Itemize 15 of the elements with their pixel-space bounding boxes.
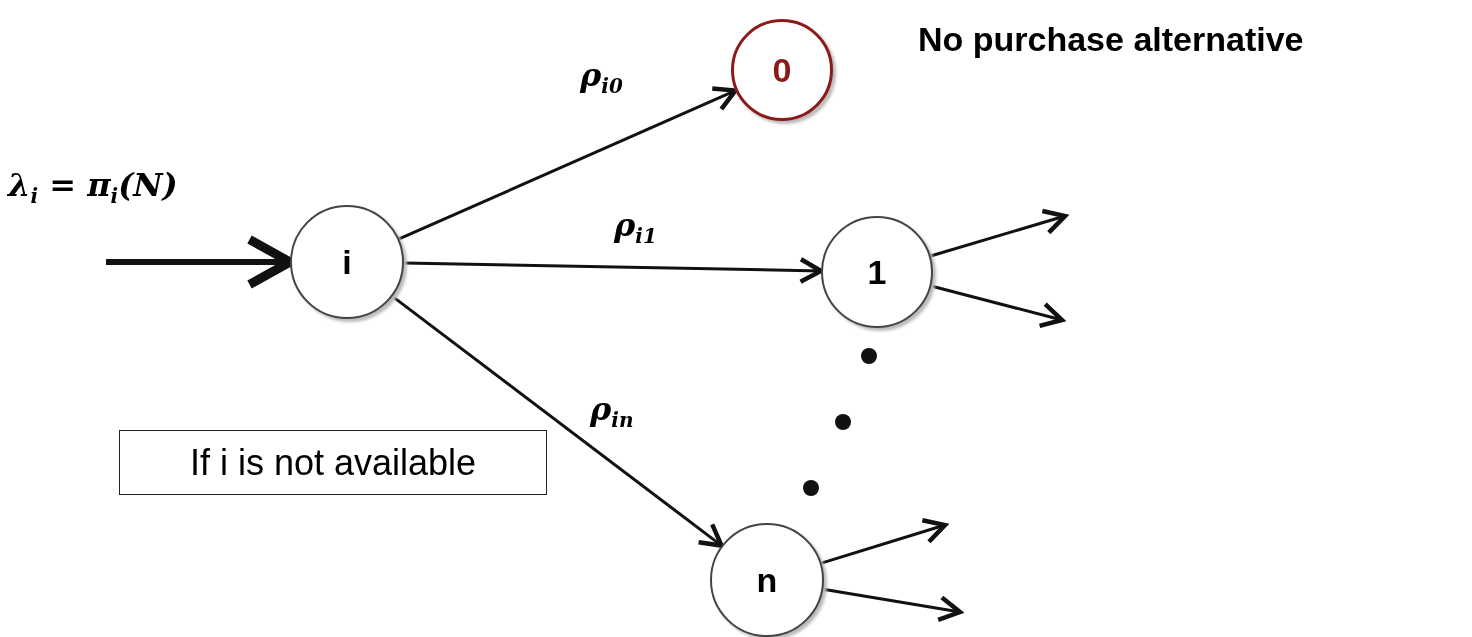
node-label: 1: [867, 252, 887, 292]
arrow: [823, 587, 963, 623]
node-label: i: [342, 242, 352, 282]
state-circle: [731, 19, 833, 121]
arrow: [930, 208, 1068, 258]
state-circle: [710, 523, 824, 637]
note-box: [119, 430, 547, 495]
node-label: 0: [772, 50, 792, 90]
arrow: [391, 295, 724, 548]
arrow: [821, 518, 948, 565]
node-label: n: [756, 560, 778, 600]
node-caption: No purchase alternative: [918, 20, 1304, 59]
arrow: [398, 86, 738, 241]
arrow: [930, 284, 1065, 329]
note-text: If i is not available: [189, 441, 477, 484]
